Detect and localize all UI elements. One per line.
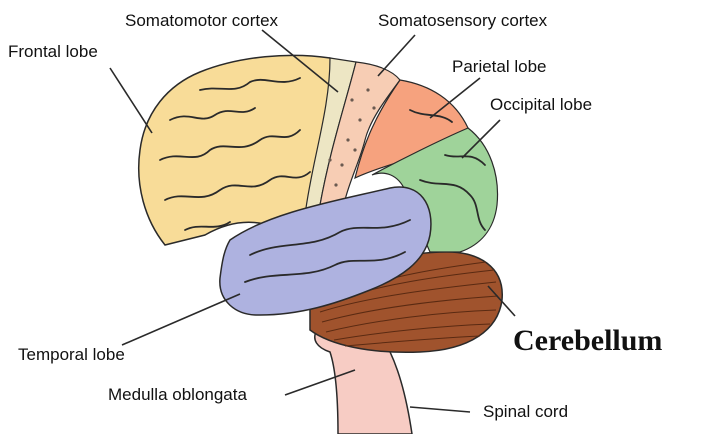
- label-parietal-lobe: Parietal lobe: [452, 58, 547, 75]
- label-medulla-oblongata: Medulla oblongata: [108, 386, 247, 403]
- label-somatosensory-cortex: Somatosensory cortex: [378, 12, 547, 29]
- label-frontal-lobe: Frontal lobe: [8, 43, 98, 60]
- label-occipital-lobe: Occipital lobe: [490, 96, 592, 113]
- label-temporal-lobe: Temporal lobe: [18, 346, 125, 363]
- label-spinal-cord: Spinal cord: [483, 403, 568, 420]
- label-cerebellum: Cerebellum: [513, 326, 662, 356]
- label-somatomotor-cortex: Somatomotor cortex: [125, 12, 278, 29]
